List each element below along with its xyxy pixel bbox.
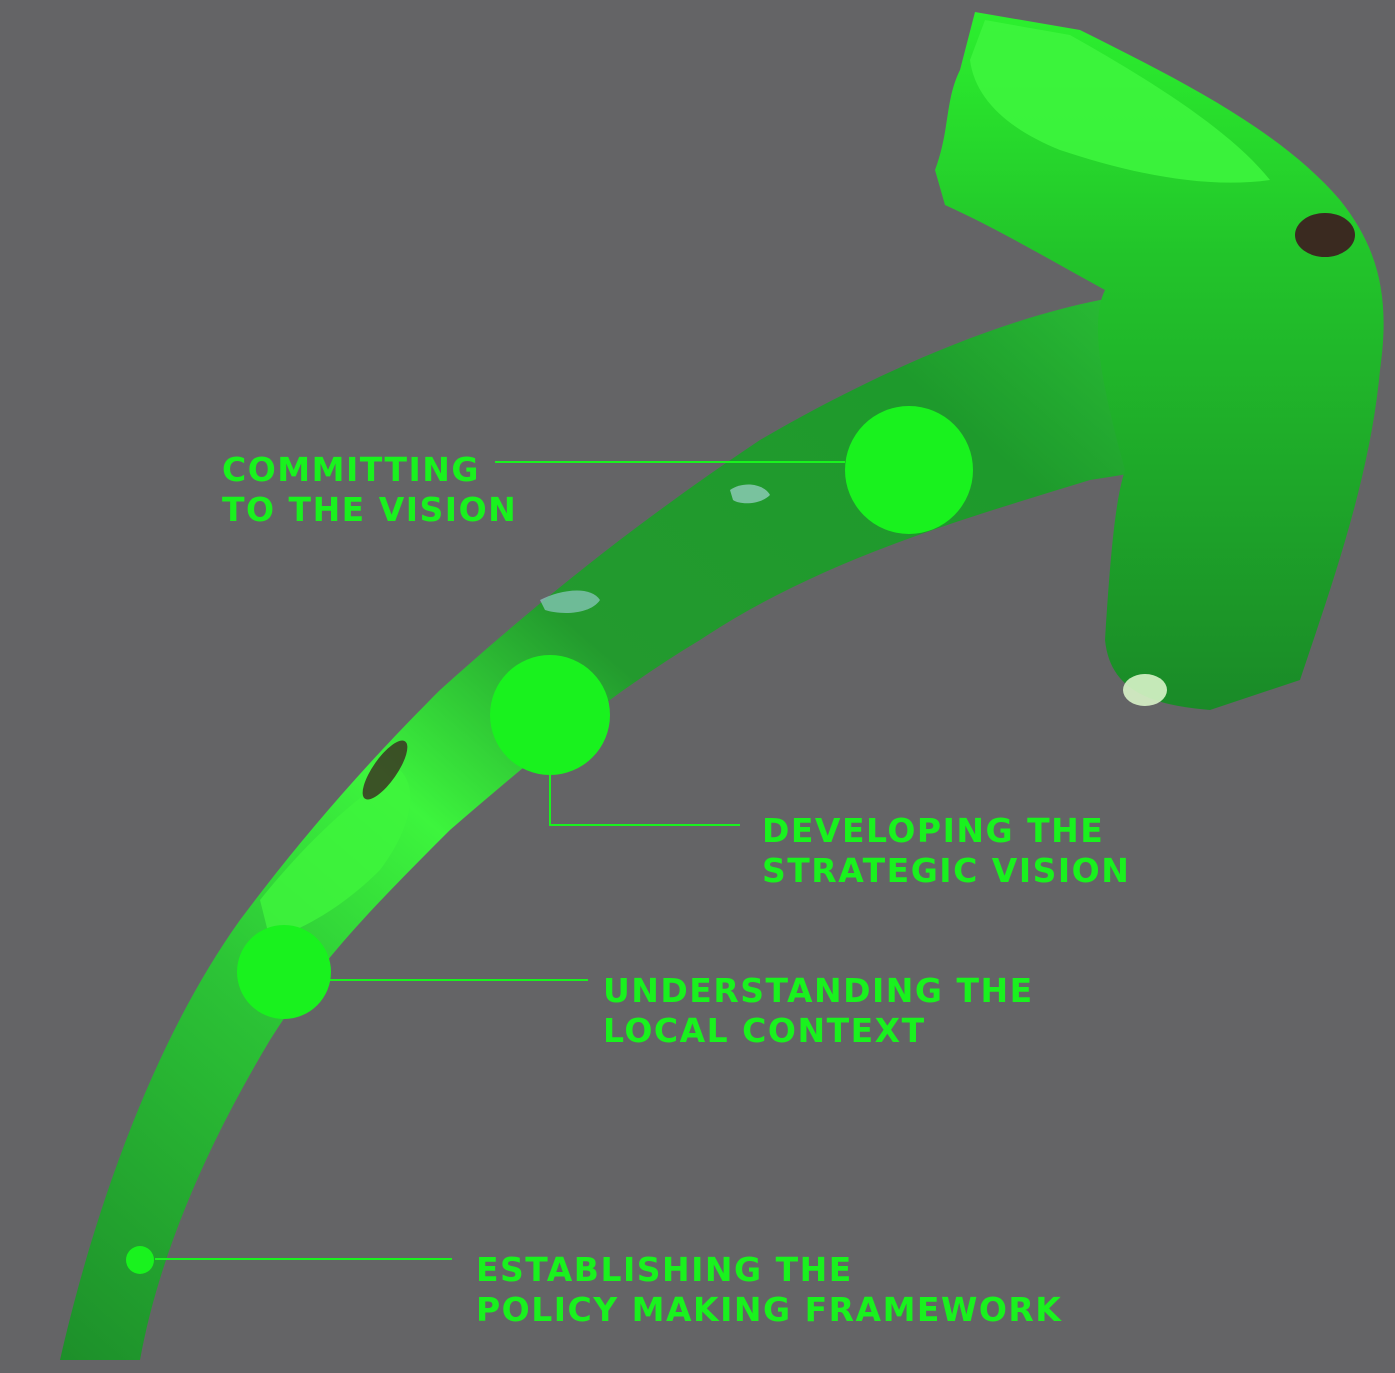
step-1-label: ESTABLISHING THE POLICY MAKING FRAMEWORK <box>476 1250 1062 1330</box>
step-4-label-line2: TO THE VISION <box>222 490 517 530</box>
step-3-label: DEVELOPING THE STRATEGIC VISION <box>762 811 1130 891</box>
step-4-label: COMMITTING TO THE VISION <box>222 450 517 530</box>
step-3-label-line1: DEVELOPING THE <box>762 811 1130 851</box>
step-3-label-line2: STRATEGIC VISION <box>762 851 1130 891</box>
step-1-marker <box>126 1246 154 1274</box>
step-4-label-line1: COMMITTING <box>222 450 517 490</box>
step-2-label-line2: LOCAL CONTEXT <box>603 1011 1034 1051</box>
step-4-marker <box>845 406 973 534</box>
step-2-label-line1: UNDERSTANDING THE <box>603 971 1034 1011</box>
step-2-label: UNDERSTANDING THE LOCAL CONTEXT <box>603 971 1034 1051</box>
dark-hole <box>1295 213 1355 257</box>
connector-line-step-3 <box>550 775 740 825</box>
step-2-marker <box>237 925 331 1019</box>
step-1-label-line2: POLICY MAKING FRAMEWORK <box>476 1290 1062 1330</box>
pale-spot <box>1123 674 1167 706</box>
step-1-label-line1: ESTABLISHING THE <box>476 1250 1062 1290</box>
step-3-marker <box>490 655 610 775</box>
